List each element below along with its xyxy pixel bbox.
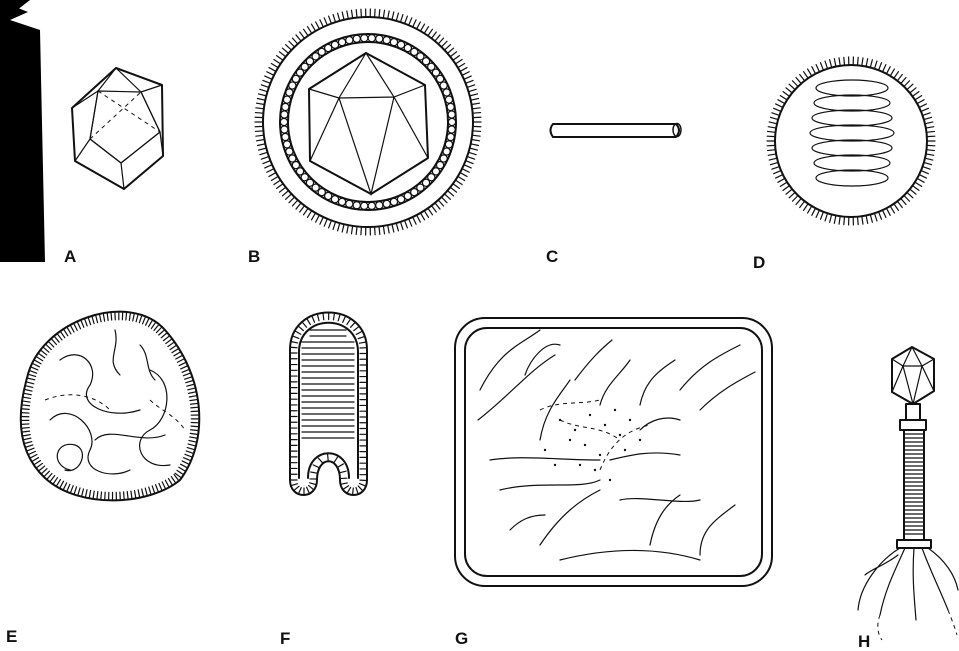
figure-g-brick-shaped bbox=[455, 318, 772, 586]
scan-edge-artifact bbox=[0, 0, 45, 262]
figure-b-enveloped-icosahedron bbox=[255, 9, 481, 235]
label-b: B bbox=[248, 247, 260, 266]
label-h: H bbox=[858, 632, 870, 651]
figure-f-bullet-shaped bbox=[290, 313, 367, 496]
label-g: G bbox=[455, 629, 468, 648]
label-f: F bbox=[280, 629, 290, 648]
label-a: A bbox=[64, 247, 76, 266]
figure-h-bacteriophage bbox=[858, 347, 958, 640]
label-c: C bbox=[546, 247, 558, 266]
figure-c-rod-particle bbox=[551, 124, 682, 138]
figure-d-enveloped-helical bbox=[767, 57, 935, 225]
figure-a-icosahedron bbox=[72, 68, 163, 189]
label-d: D bbox=[753, 253, 765, 272]
figure-e-pleomorphic-enveloped bbox=[21, 312, 199, 501]
label-e: E bbox=[6, 627, 17, 646]
